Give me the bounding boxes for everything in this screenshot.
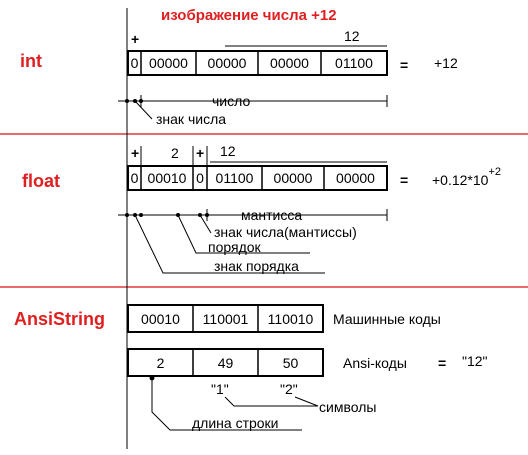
int-equals-sign: =: [400, 57, 408, 73]
int-cell: 01100: [335, 55, 373, 71]
int-number-label: число: [212, 93, 250, 109]
int-value-label: 12: [344, 28, 360, 44]
int-cell: 00000: [270, 55, 309, 71]
float-label: float: [22, 171, 60, 191]
int-sign-leader: [134, 100, 153, 120]
float-order-value: 2: [171, 145, 179, 161]
ansistring-ansi-cell: 49: [218, 355, 234, 371]
ansistring-ansi-value: "12": [462, 353, 488, 369]
int-label: int: [20, 51, 42, 71]
float-result: +0.12*10+2: [432, 166, 501, 188]
ansistring-ansi-codes-register: [127, 348, 324, 377]
float-cell-mantissa: 01100: [216, 170, 254, 186]
float-cell-mantissa-sign: 0: [196, 170, 204, 186]
float-result-mantissa: +0.12*10: [432, 172, 489, 188]
float-order-sign-leader: [134, 214, 325, 274]
float-cell-mantissa: 00000: [274, 170, 313, 186]
ansistring-machine-codes-register: [127, 304, 324, 333]
float-mantissa-sign-label: знак числа(мантиссы): [214, 224, 357, 240]
ansistring-char-2: "2": [280, 381, 298, 397]
ansistring-ansi-label: Ansi-коды: [343, 355, 407, 371]
ansistring-label: AnsiString: [14, 309, 105, 329]
ansistring-char-1: "1": [211, 381, 229, 397]
ansistring-code-cell: 110001: [203, 311, 249, 327]
ansistring-ansi-cell: 50: [283, 355, 299, 371]
float-cell-mantissa: 00000: [336, 170, 375, 186]
float-mantissa-sign-leader: [199, 214, 212, 234]
float-plus-sign-order: +: [131, 145, 139, 161]
float-cell-order-sign: 0: [131, 170, 139, 186]
ansistring-code-cell: 110010: [268, 311, 314, 327]
ansistring-code-cell: 00010: [141, 311, 180, 327]
float-order-label: порядок: [208, 239, 262, 255]
float-order-sign-label: знак порядка: [214, 258, 299, 274]
int-sign-label: знак числа: [156, 111, 226, 127]
float-register: [127, 165, 388, 191]
diagram-title: изображение числа +12: [161, 7, 337, 24]
ansistring-machine-codes-label: Машинные коды: [333, 311, 441, 327]
float-marker-dot: [125, 213, 129, 217]
ansistring-equals-sign: =: [438, 355, 446, 371]
float-plus-sign-mantissa: +: [196, 145, 204, 161]
ansistring-char-2-leader: [294, 396, 319, 407]
int-marker-dot: [125, 99, 129, 103]
int-result: +12: [434, 55, 458, 71]
float-order-leader: [177, 214, 310, 254]
float-marker-dot: [139, 213, 143, 217]
int-cell: 00000: [149, 55, 188, 71]
float-result-exponent: +2: [488, 166, 501, 178]
int-plus-sign: +: [131, 31, 139, 47]
float-mantissa-label: мантисса: [241, 207, 302, 223]
int-cell-sign: 0: [131, 55, 139, 71]
ansistring-length-label: длина строки: [192, 415, 279, 431]
ansistring-length-leader: [151, 378, 302, 431]
ansistring-char-1-leader: [224, 396, 318, 407]
float-equals-sign: =: [400, 172, 408, 188]
int-cell: 00000: [208, 55, 247, 71]
float-mantissa-value: 12: [220, 143, 236, 159]
ansistring-chars-label: символы: [319, 399, 376, 415]
ansistring-ansi-cell-length: 2: [157, 355, 165, 371]
float-cell-order: 00010: [148, 170, 187, 186]
